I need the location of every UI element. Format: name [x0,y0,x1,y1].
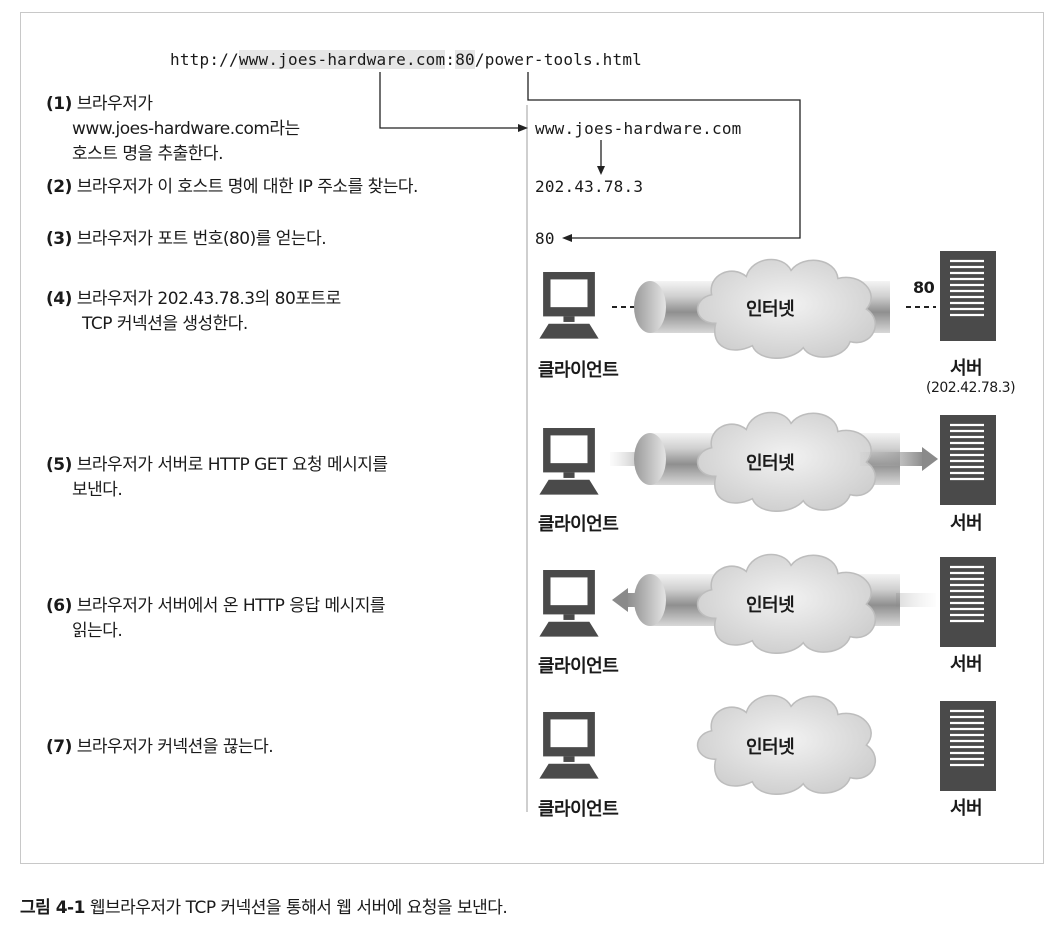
resolved-ip: 202.43.78.3 [535,177,644,196]
step-6-line1: 브라우저가 서버에서 온 HTTP 응답 메시지를 [76,596,386,616]
internet-label-row4: 인터넷 [746,299,795,320]
row6 [539,553,996,654]
url-text: http://www.joes-hardware.com:80/power-to… [170,50,642,69]
resolved-host: www.joes-hardware.com [535,119,742,138]
server-label-row5: 서버 [950,513,983,534]
url-port: 80 [455,50,475,69]
server-label-row6: 서버 [950,654,983,675]
client-label-row7: 클라이언트 [538,799,619,820]
client-label-row4: 클라이언트 [538,360,619,381]
step-6-num: (6) [46,596,72,616]
resolved-port: 80 [535,229,555,248]
step-1-line2: www.joes-hardware.com라는 [72,119,300,139]
step-5: (5) 브라우저가 서버로 HTTP GET 요청 메시지를 보낸다. [46,453,388,503]
step-5-num: (5) [46,455,72,475]
step-1-line1: 브라우저가 [76,94,153,114]
step-4-line2: TCP 커넥션을 생성한다. [82,314,248,334]
row4 [539,250,996,359]
step-5-line2: 보낸다. [72,480,123,500]
step-4: (4) 브라우저가 202.43.78.3의 80포트로 TCP 커넥션을 생성… [46,287,341,337]
figure-caption: 그림 4-1 웹브라우저가 TCP 커넥션을 통해서 웹 서버에 요청을 보낸다… [20,893,508,918]
step-7: (7) 브라우저가 커넥션을 끊는다. [46,735,274,760]
step-2-num: (2) [46,177,72,197]
step-2: (2) 브라우저가 이 호스트 명에 대한 IP 주소를 찾는다. [46,175,418,200]
step-5-line1: 브라우저가 서버로 HTTP GET 요청 메시지를 [76,455,388,475]
client-label-row5: 클라이언트 [538,514,619,535]
caption-number: 그림 4-1 [20,898,85,918]
server-label-row4: 서버 [950,358,983,379]
step-1-line3: 호스트 명을 추출한다. [72,144,223,164]
url-host: www.joes-hardware.com [238,50,446,69]
step-1-num: (1) [46,94,72,114]
step-1: (1) 브라우저가 www.joes-hardware.com라는 호스트 명을… [46,92,300,167]
caption-text: 웹브라우저가 TCP 커넥션을 통해서 웹 서버에 요청을 보낸다. [84,898,508,918]
step-7-line1: 브라우저가 커넥션을 끊는다. [76,737,274,757]
server-ip: (202.42.78.3) [926,380,1016,396]
step-3-num: (3) [46,229,72,249]
step-2-line1: 브라우저가 이 호스트 명에 대한 IP 주소를 찾는다. [76,177,419,197]
internet-label-row5: 인터넷 [746,453,795,474]
step-3-line1: 브라우저가 포트 번호(80)를 얻는다. [76,229,327,249]
url-colon: : [445,50,456,69]
internet-label-row7: 인터넷 [746,737,795,758]
internet-label-row6: 인터넷 [746,595,795,616]
step-7-num: (7) [46,737,72,757]
url-prefix: http:// [170,50,239,69]
step-4-line1: 브라우저가 202.43.78.3의 80포트로 [76,289,341,309]
port-label: 80 [913,278,935,297]
step-6-line2: 읽는다. [72,621,123,641]
client-label-row6: 클라이언트 [538,656,619,677]
step-3: (3) 브라우저가 포트 번호(80)를 얻는다. [46,227,327,252]
row5 [539,411,996,512]
url-path: /power-tools.html [474,50,643,69]
server-label-row7: 서버 [950,798,983,819]
step-6: (6) 브라우저가 서버에서 온 HTTP 응답 메시지를 읽는다. [46,594,386,644]
step-4-num: (4) [46,289,72,309]
